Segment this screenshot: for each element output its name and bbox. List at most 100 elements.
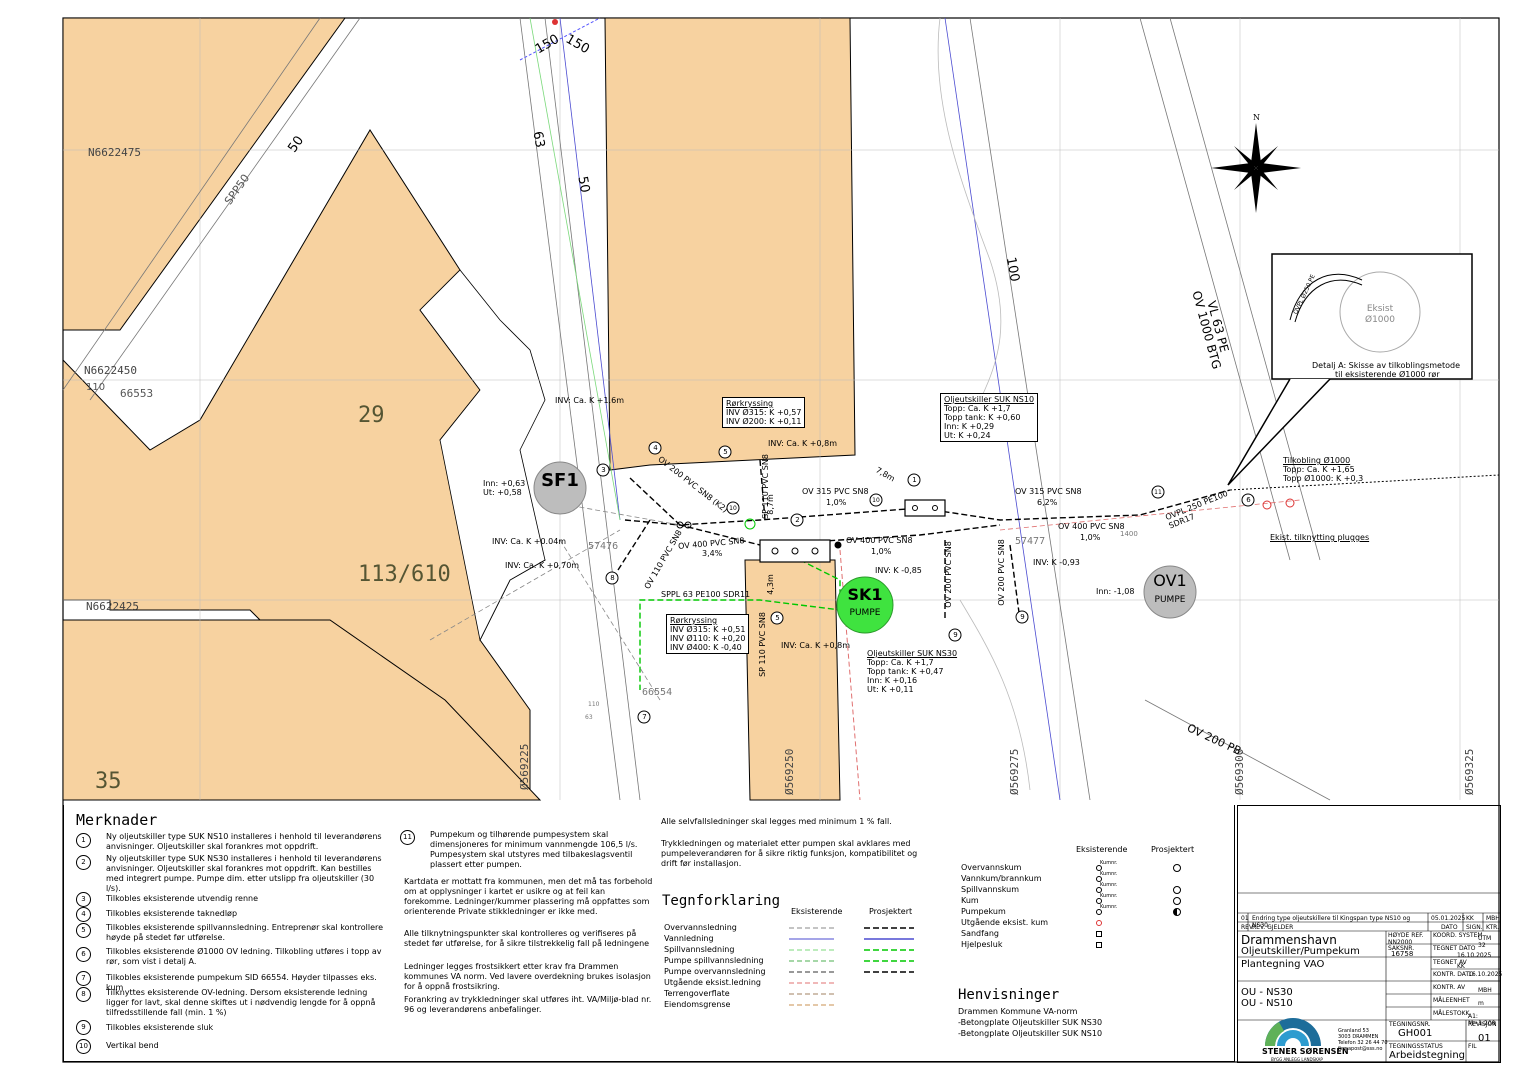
note-number: 4 <box>76 907 91 922</box>
pump-sewer-line <box>639 559 841 690</box>
rev-text: Endring type oljeutskillere til Kingspan… <box>1252 915 1411 929</box>
symbols-col-proj: Prosjektert <box>1151 845 1195 854</box>
inv-label: Ut: +0,58 <box>483 488 522 497</box>
separator-ns10 <box>904 499 946 517</box>
unit-sk1-sub: PUMPE <box>849 608 881 618</box>
detail-dia: Ø1000 <box>1365 315 1395 325</box>
tb-label: KOORD. SYSTEM <box>1433 932 1483 939</box>
contour-100: 100 <box>1002 255 1022 284</box>
subproject-name: Oljeutskiller/Pumpekum <box>1241 946 1360 957</box>
legend-line-label: Vannledning <box>664 934 714 943</box>
company-logo <box>1265 1018 1321 1046</box>
marker: 10 <box>872 497 880 504</box>
notes-para: Kartdata er mottatt fra kommunen, men de… <box>404 877 653 916</box>
id-66554: 66554 <box>642 687 673 698</box>
marker: 6 <box>1246 496 1251 504</box>
coord-n2: N6622450 <box>84 364 137 377</box>
pipe-label: 8,7m <box>765 494 775 515</box>
note-text: Tilkobles eksisterende Ø1000 OV ledning.… <box>106 947 382 966</box>
rev-number: 01 <box>1241 915 1249 922</box>
tb-label: TEGNINGSSTATUS <box>1389 1043 1443 1050</box>
tb-label: KONTR. DATO <box>1433 971 1474 978</box>
note-number: 3 <box>76 892 91 907</box>
legend-title: Tegnforklaring <box>662 893 781 909</box>
marker: 9 <box>953 631 958 639</box>
marker: 5 <box>775 614 780 622</box>
note-number: 5 <box>76 923 91 938</box>
reference-item: -Betongplate Oljeutskiller SUK NS30 <box>958 1018 1103 1027</box>
legend-line-sample <box>789 993 834 995</box>
unit-sf1 <box>533 461 587 515</box>
title-block-grid <box>1238 892 1500 1062</box>
detail-exist: Eksist <box>1366 304 1394 314</box>
unit-sf1-label: SF1 <box>541 470 579 491</box>
tb-label: HØYDE REF. <box>1388 932 1424 939</box>
notes-para: Alle selvfallsledninger skal legges med … <box>661 817 892 826</box>
legend-line-sample <box>789 949 914 951</box>
legend-symbol-icon <box>1096 909 1102 915</box>
legend-line-sample <box>789 960 914 962</box>
legend-line-label: Pumpe overvannsledning <box>664 967 766 976</box>
notes-panel: Merknader 1 Ny oljeutskiller type SUK NS… <box>63 805 1235 1062</box>
tb-label: TEGNET DATO <box>1433 945 1476 952</box>
tb-value: KK <box>1457 963 1465 970</box>
tb-value: m <box>1478 1000 1484 1007</box>
crossing-marks <box>676 518 842 549</box>
project-name: Drammenshavn <box>1241 933 1337 947</box>
marker: 9 <box>1020 613 1025 621</box>
detail-caption2: til eksisterende Ø1000 rør <box>1335 370 1440 379</box>
legend-symbol-label: Sandfang <box>961 929 999 938</box>
company-sub: BYGG ANLEGG LANDSKAP <box>1271 1057 1323 1062</box>
tb-value: 16.10.2025 <box>1468 971 1503 978</box>
building-north <box>62 17 346 331</box>
notes-para: Trykkledningen og materialet etter pumpe… <box>661 839 918 868</box>
inv-label: INV: Ca. K +0,8m <box>781 641 850 650</box>
legend-line-sample <box>789 1004 834 1006</box>
legend-line-sample <box>789 938 914 940</box>
rev-head: KTR. <box>1486 924 1499 931</box>
grid-lines <box>63 18 1499 800</box>
references-title: Henvisninger <box>958 987 1060 1003</box>
tb-label: REVISJON <box>1468 1021 1497 1028</box>
contour-63: 63 <box>529 130 548 149</box>
legend-symbol-label: Kum <box>961 896 979 905</box>
legend-col-exist: Eksisterende <box>791 907 843 916</box>
unit-ov1-label: OV1 <box>1153 571 1187 590</box>
legend-symbol-proj-icon <box>1173 908 1181 916</box>
legend-line-sample <box>789 982 834 984</box>
inv-label: INV: Ca. K +0.04m <box>492 537 567 546</box>
callout-plugges: Ekist. tilknytting plugges <box>1270 533 1370 542</box>
inv-label: Inn: -1,08 <box>1096 587 1135 596</box>
pipe-label: 1,0% <box>871 547 892 556</box>
company-name: STENER SØRENSEN <box>1262 1047 1349 1056</box>
unit-ov1-sub: PUMPE <box>1154 595 1186 605</box>
note-text: Tilkobles eksisterende spillvannsledning… <box>106 923 384 942</box>
building-strip <box>604 17 856 471</box>
marker: 1 <box>912 476 917 484</box>
legend-symbol-label: Spillvannskum <box>961 885 1020 894</box>
detail-a-box <box>1271 253 1473 380</box>
marker: 8 <box>610 574 615 582</box>
pipe-label: 63 <box>585 714 593 721</box>
pipe-label: OV 200 PVC SN8 <box>996 539 1006 606</box>
legend-symbol-mark: Kumnr. <box>1100 871 1118 877</box>
legend-symbol-icon <box>1096 920 1102 926</box>
inv-label: INV: Ca. K +1.6m <box>555 396 624 405</box>
tb-label: TEGNET AV <box>1433 959 1467 966</box>
rev-date: 05.01.2025 <box>1431 915 1466 922</box>
inv-label: INV: K -0,93 <box>1033 558 1080 567</box>
road-lines <box>62 17 1331 801</box>
note-number: 10 <box>76 1039 91 1054</box>
legend-symbol-proj-icon <box>1173 897 1181 905</box>
parcel-35: 35 <box>95 769 122 794</box>
id-66553: 66553 <box>120 387 154 400</box>
pipe-label: 4,3m <box>765 574 775 595</box>
legend-line-sample <box>789 927 914 929</box>
legend-symbol-icon <box>1096 931 1102 937</box>
legend-symbol-label: Hjelpesluk <box>961 940 1003 949</box>
pipe-label: OV 400 PVC SN8 <box>1058 522 1125 531</box>
id-57477: 57477 <box>1015 536 1046 547</box>
tb-value: UTM 32 <box>1478 935 1492 949</box>
legend-symbol-proj-icon <box>1173 886 1181 894</box>
